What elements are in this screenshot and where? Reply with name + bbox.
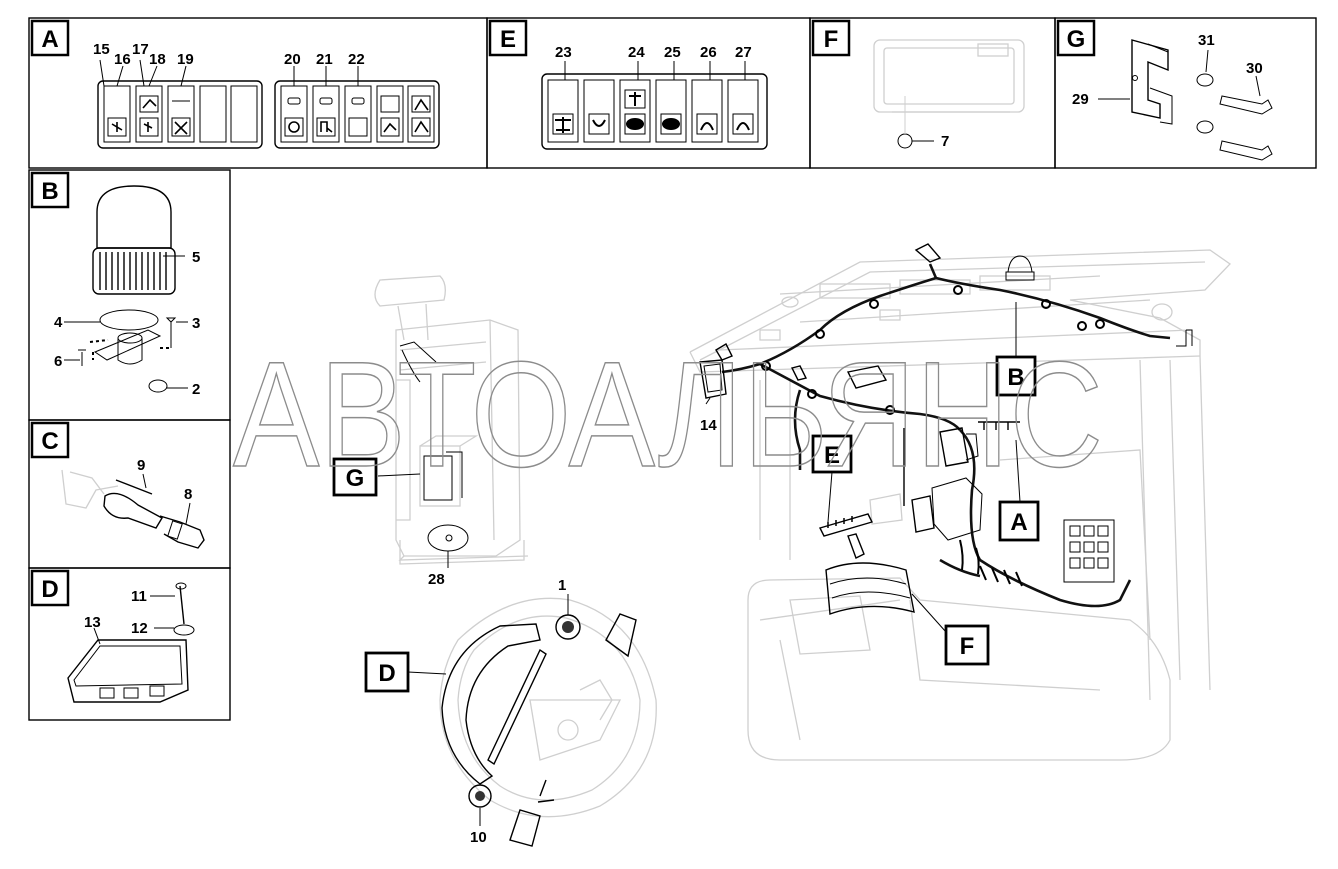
marker-e: E xyxy=(811,434,853,474)
watermark: АВТОАЛЬЯНС xyxy=(233,330,1103,498)
steering-wheel: 1 10 xyxy=(439,577,657,847)
callout-22: 22 xyxy=(348,51,365,68)
panel-a-leaders xyxy=(99,59,359,87)
marker-d: D xyxy=(364,651,410,693)
svg-text:C: C xyxy=(41,428,58,455)
wiring-harness xyxy=(699,243,1193,615)
marker-f: F xyxy=(944,624,990,666)
callout-28: 28 xyxy=(428,571,445,588)
svg-text:E: E xyxy=(500,26,516,53)
callout-25: 25 xyxy=(664,44,681,61)
callout-5: 5 xyxy=(192,249,200,266)
panel-g-label: G xyxy=(1056,19,1096,57)
panel-e-label: E xyxy=(488,19,528,57)
panel-b-beacon: 5 4 3 6 2 xyxy=(54,185,200,398)
panel-b-label: B xyxy=(30,171,70,209)
steering-column xyxy=(374,275,529,565)
truck-outline xyxy=(689,249,1231,761)
callout-9: 9 xyxy=(137,457,145,474)
callout-29: 29 xyxy=(1072,91,1089,108)
callout-7: 7 xyxy=(941,133,949,150)
panel-d-label: D xyxy=(30,569,70,607)
svg-text:D: D xyxy=(41,576,58,603)
callout-12: 12 xyxy=(131,620,148,637)
panel-a-switch-panels: 15 16 17 18 19 20 21 22 xyxy=(93,41,440,149)
callout-31: 31 xyxy=(1198,32,1215,49)
callout-1: 14 xyxy=(700,417,717,434)
svg-text:D: D xyxy=(378,660,395,687)
svg-text:B: B xyxy=(1007,364,1024,391)
panel-d-display-housing: 11 12 13 xyxy=(67,582,195,703)
panel-f-label: F xyxy=(811,19,851,57)
panel-frames xyxy=(28,17,1317,721)
callout-10: 1 xyxy=(558,577,566,594)
svg-text:G: G xyxy=(1067,26,1086,53)
callout-17: 17 xyxy=(132,41,149,58)
callout-18: 18 xyxy=(149,51,166,68)
steering-column-detail: 28 xyxy=(399,341,469,588)
panel-e-frame xyxy=(486,17,811,169)
svg-text:B: B xyxy=(41,178,58,205)
marker-g: G xyxy=(332,457,378,497)
panel-c-stalk: 9 8 xyxy=(61,457,205,549)
panel-f-display-unit: 7 xyxy=(873,39,1025,150)
callout-3: 3 xyxy=(192,315,200,332)
callout-20: 20 xyxy=(284,51,301,68)
callout-14: 10 xyxy=(470,829,487,846)
callout-11: 11 xyxy=(131,588,147,605)
callout-21: 21 xyxy=(316,51,333,68)
svg-text:F: F xyxy=(824,26,839,53)
panel-c-label: C xyxy=(30,421,70,459)
marker-b: B xyxy=(995,355,1037,397)
panel-d-frame xyxy=(28,567,231,721)
marker-a: A xyxy=(998,500,1040,542)
callout-30: 30 xyxy=(1246,60,1263,77)
callout-27: 27 xyxy=(735,44,752,61)
callout-19: 19 xyxy=(177,51,194,68)
panel-a-label: A xyxy=(30,19,70,57)
callout-8: 8 xyxy=(184,486,192,503)
main-markers: B E A G F D xyxy=(332,355,1040,693)
panel-letter-boxes: A E F G B C D xyxy=(30,19,1096,607)
svg-text:E: E xyxy=(824,442,840,469)
callout-23: 23 xyxy=(555,44,572,61)
callout-15: 15 xyxy=(93,41,110,58)
callout-6: 6 xyxy=(54,353,62,370)
callout-24: 24 xyxy=(628,44,645,61)
svg-text:A: A xyxy=(1010,509,1027,536)
panel-g-bracket: 29 30 31 xyxy=(1072,32,1273,161)
callout-16: 16 xyxy=(114,51,131,68)
svg-text:G: G xyxy=(346,465,365,492)
marker-leaders xyxy=(377,302,1021,675)
svg-text:A: A xyxy=(41,26,58,53)
svg-text:F: F xyxy=(960,633,975,660)
callout-4: 4 xyxy=(54,314,63,331)
callout-26: 26 xyxy=(700,44,717,61)
panel-e-switch-panel: 23 24 25 26 27 xyxy=(541,44,768,150)
callout-13: 13 xyxy=(84,614,101,631)
switch-symbols xyxy=(111,98,429,135)
callout-2: 2 xyxy=(192,381,200,398)
panel-g-frame xyxy=(1054,17,1317,169)
